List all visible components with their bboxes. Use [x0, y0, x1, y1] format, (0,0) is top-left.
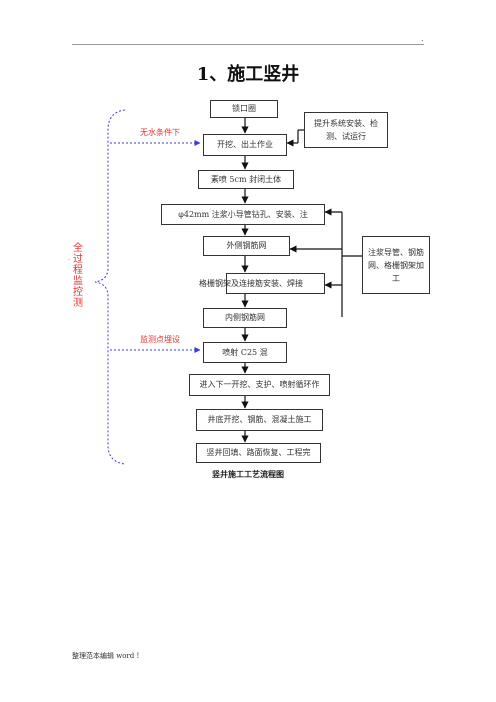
label-monitor-point: 监测点埋设	[140, 335, 180, 344]
flow-step-inner-mesh: 内侧钢筋网	[203, 308, 287, 328]
flow-step-shaft-bottom: 井底开挖、钢筋、混凝土施工	[196, 409, 323, 431]
header-rule	[72, 44, 424, 45]
side-box-grout: 注浆导管、钢筋网、格栅钢架加工	[362, 236, 430, 294]
label-full-monitor: 全过程监控测	[73, 243, 83, 309]
flow-step-excavate: 开挖、出土作业	[203, 134, 287, 156]
page-footer: 整理范本编辑 word !	[72, 652, 140, 660]
flow-step-collar: 锁口圈	[210, 100, 278, 118]
page-title: 1、施工竖井	[196, 64, 300, 85]
flow-step-grout-pipe: φ42mm 注浆小导管钻孔、安装、注	[161, 204, 325, 225]
diagram-caption: 竖井施工工艺流程图	[212, 469, 284, 479]
flow-step-steel-frame-text: 格栅钢架及连接筋安装、焊接	[199, 278, 303, 288]
left-dot: .	[68, 255, 70, 262]
flow-step-spray-concrete: 喷射 C25 混	[203, 342, 287, 363]
flow-step-shotcrete-seal: 素喷 5cm 封闭土体	[198, 170, 294, 189]
flow-step-backfill: 竖井回填、路面恢复、工程完	[196, 443, 321, 463]
corner-mark: .	[421, 34, 424, 43]
label-no-water: 无水条件下	[140, 128, 180, 137]
side-box-hoist: 提升系统安装、检测、试运行	[304, 112, 388, 148]
flow-step-outer-mesh: 外侧钢筋网	[203, 236, 290, 256]
flow-step-next-cycle: 进入下一开挖、支护、喷射循环作	[189, 374, 330, 396]
flow-step-steel-frame: 格栅钢架及连接筋安装、焊接	[199, 273, 325, 294]
